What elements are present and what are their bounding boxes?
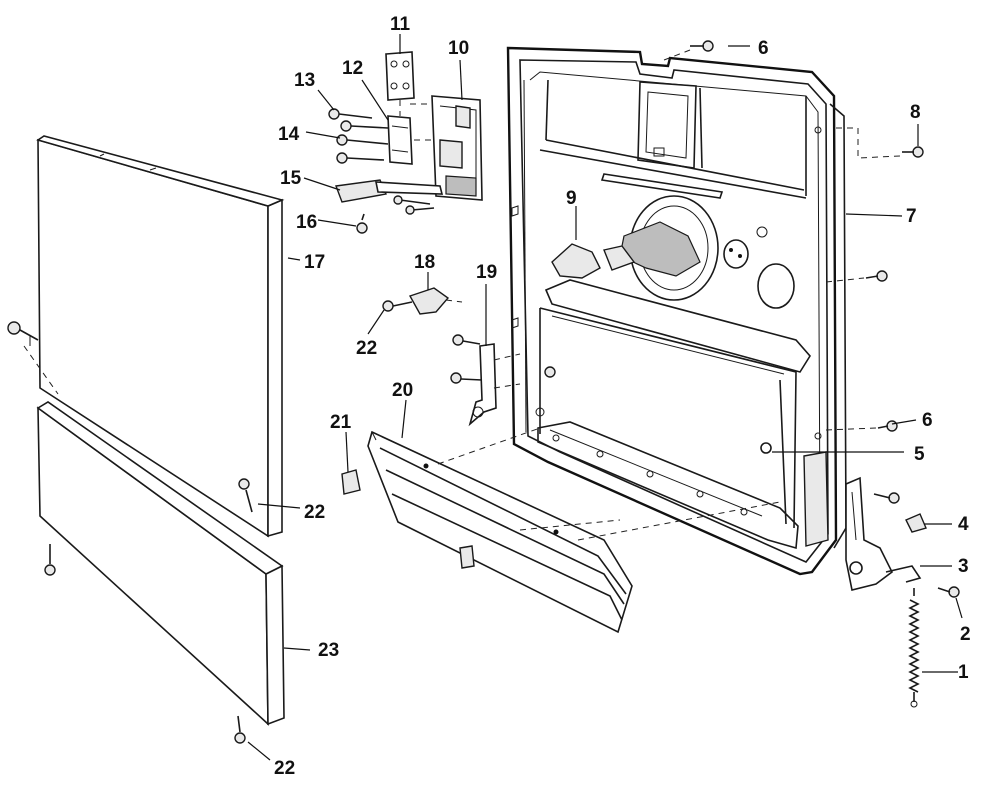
callout-7: 7 <box>906 206 917 227</box>
callout-20: 20 <box>392 380 413 401</box>
callout-22-middle: 22 <box>304 502 325 523</box>
callout-21: 21 <box>330 412 352 433</box>
callout-16: 16 <box>296 212 317 233</box>
callout-18: 18 <box>414 252 435 273</box>
callout-22-lower: 22 <box>274 758 295 779</box>
callout-14: 14 <box>278 124 300 145</box>
callout-labels: 1 2 3 4 5 6 6 7 8 9 10 11 12 13 14 15 16… <box>274 14 971 779</box>
callout-12: 12 <box>342 58 363 79</box>
callout-6-lower: 6 <box>922 410 933 431</box>
spring <box>908 588 920 708</box>
callout-3: 3 <box>958 556 969 577</box>
inner-door-panel <box>506 46 847 576</box>
callout-23: 23 <box>318 640 339 661</box>
callout-9: 9 <box>566 188 577 209</box>
callout-10: 10 <box>448 38 469 59</box>
callout-13: 13 <box>294 70 315 91</box>
callout-2: 2 <box>960 624 971 645</box>
latch-assembly <box>328 51 483 234</box>
outer-door-panel <box>7 135 285 538</box>
callout-6-upper: 6 <box>758 38 769 59</box>
hinge-spring-parts <box>663 40 960 708</box>
callout-8: 8 <box>910 102 921 123</box>
leader-lines <box>247 34 963 761</box>
callout-17: 17 <box>304 252 325 273</box>
bracket-and-clip <box>382 287 521 427</box>
callout-4: 4 <box>958 514 969 535</box>
callout-22-upper: 22 <box>356 338 377 359</box>
kick-plate <box>341 427 781 634</box>
callout-19: 19 <box>476 262 497 283</box>
callout-1: 1 <box>958 662 969 683</box>
callout-5: 5 <box>914 444 925 465</box>
callout-15: 15 <box>280 168 302 189</box>
callout-11: 11 <box>390 14 411 35</box>
lower-access-panel <box>36 401 285 744</box>
